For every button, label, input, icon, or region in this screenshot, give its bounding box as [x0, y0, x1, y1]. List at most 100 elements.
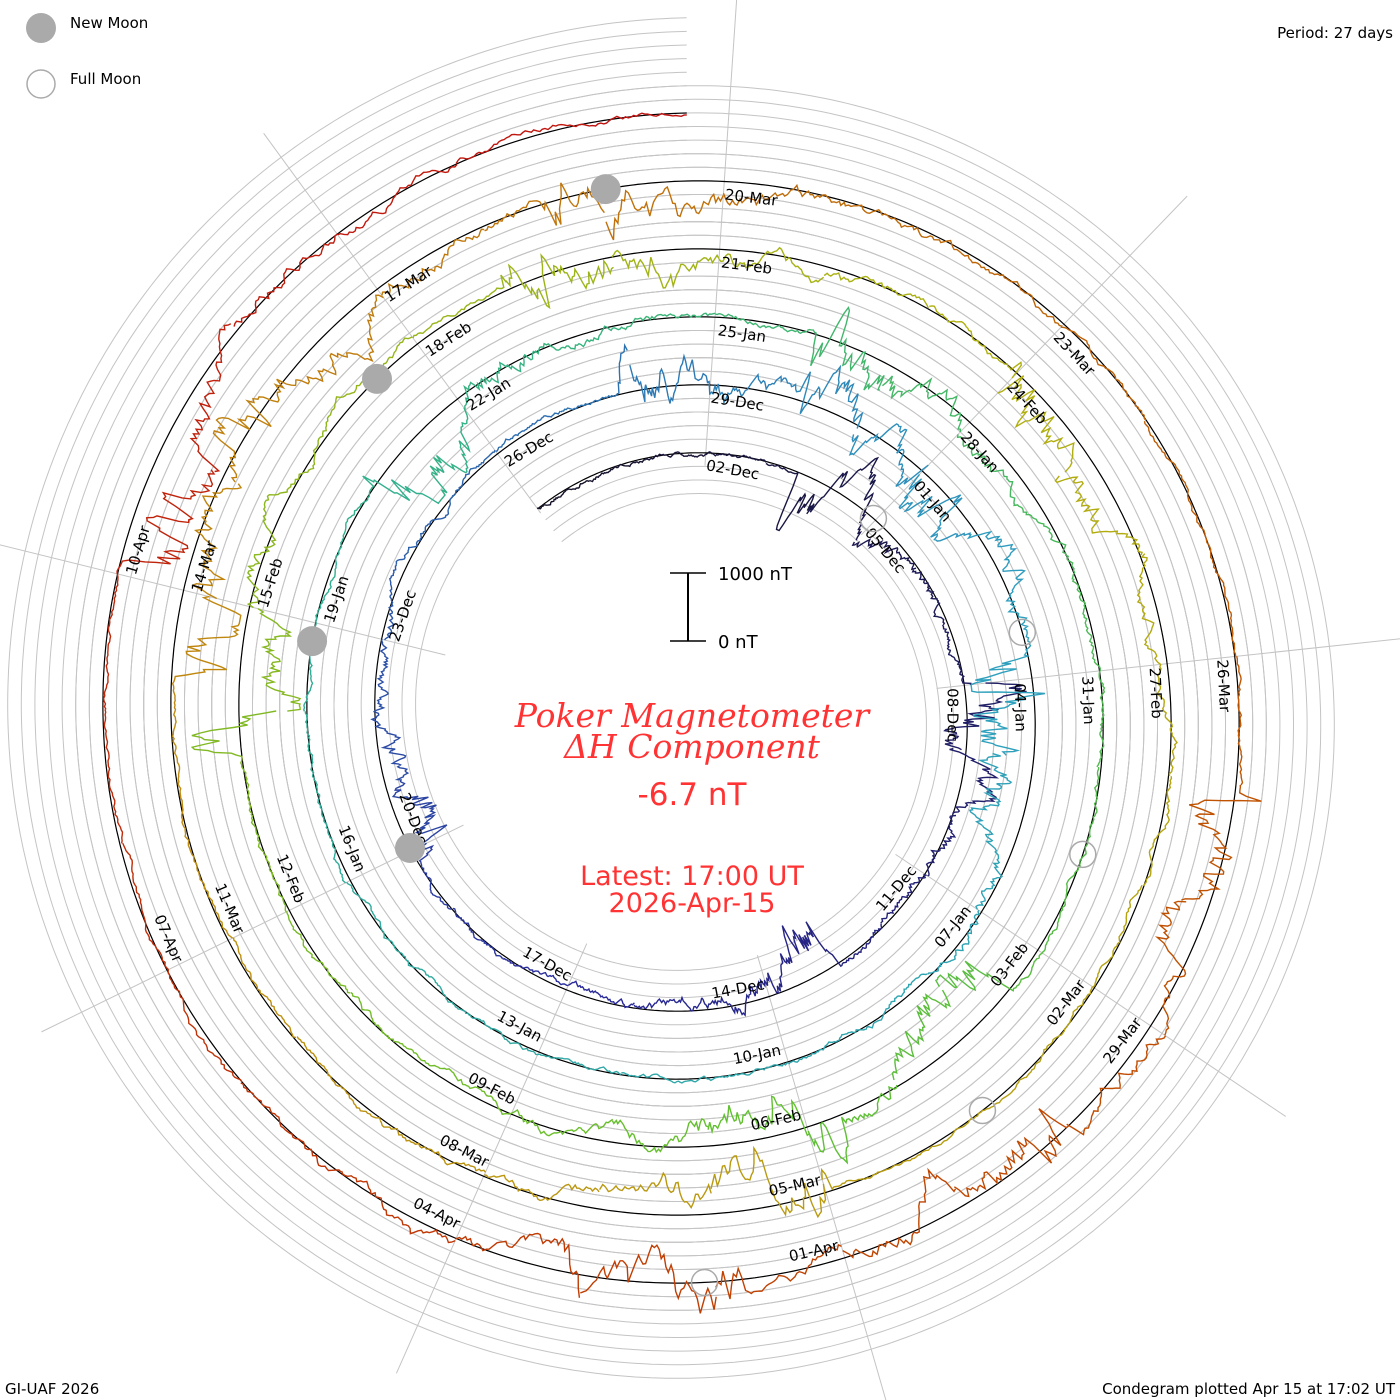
radial-line — [756, 955, 887, 1400]
trace-segment — [611, 249, 720, 289]
full-moon-marker — [1008, 618, 1037, 647]
date-label: 27-Feb — [1146, 667, 1166, 719]
trace-segment — [412, 274, 507, 339]
trace-segment — [806, 306, 885, 391]
trace-segment — [705, 1062, 789, 1082]
trace-segment — [171, 709, 187, 830]
trace-segment — [599, 1171, 712, 1210]
trace-segment — [373, 639, 389, 713]
trace-segment — [633, 995, 703, 1012]
trace-segment — [511, 1108, 614, 1137]
date-label: 01-Jan — [910, 477, 955, 525]
trace-segment — [1041, 861, 1082, 954]
trace-segment — [710, 1145, 827, 1219]
trace-segment — [1092, 884, 1143, 988]
trace-segment — [941, 624, 972, 685]
trace-segment — [805, 921, 883, 968]
period-label: Period: 27 days — [1277, 24, 1393, 42]
trace-segment — [623, 312, 716, 331]
date-label: 08-Dec — [943, 688, 961, 742]
date-label: 10-Jan — [731, 1041, 782, 1068]
trace-segment — [391, 780, 448, 847]
date-label: 22-Jan — [463, 374, 514, 415]
trace-segment — [395, 509, 450, 566]
trace-segment — [970, 684, 1046, 756]
trace-segment — [484, 182, 605, 232]
date-label: 10-Apr — [122, 523, 154, 577]
trace-segment — [715, 1243, 842, 1300]
trace-segment — [314, 537, 345, 624]
full-moon-marker — [859, 504, 888, 533]
trace-segment — [881, 375, 963, 433]
trace-segment — [645, 451, 707, 461]
trace-segment — [842, 1167, 957, 1259]
grid-spiral — [61, 71, 1281, 1325]
trace-segment — [718, 246, 825, 284]
trace-segment — [927, 909, 981, 975]
footer-credit: GI-UAF 2026 — [5, 1380, 99, 1398]
date-label: 28-Jan — [957, 428, 1003, 476]
trace-segment — [580, 1244, 717, 1314]
trace-segment — [429, 407, 471, 503]
trace-segment — [102, 573, 119, 710]
grid-spiral — [20, 30, 1322, 1366]
trace-segment — [505, 253, 614, 310]
scale-bottom-label: 0 nT — [718, 632, 759, 653]
trace-segment — [960, 252, 1063, 327]
trace-segment — [880, 874, 927, 924]
trace-segment — [567, 980, 635, 1009]
new-moon-marker — [590, 174, 621, 205]
trace-segment — [495, 410, 561, 452]
trace-segment — [171, 595, 242, 711]
trace-segment — [246, 498, 277, 609]
trace-segment — [953, 1108, 1069, 1198]
trace-segment — [399, 951, 464, 1012]
new-moon-marker — [394, 832, 425, 863]
trace-segment — [1054, 475, 1143, 556]
trace-segment — [190, 710, 277, 815]
trace-segment — [1143, 420, 1206, 533]
trace-segment — [621, 1071, 706, 1084]
trace-segment — [452, 907, 504, 959]
trace-segment — [191, 483, 243, 600]
trace-segment — [589, 112, 687, 127]
trace-segment — [707, 1095, 810, 1137]
trace-segment — [765, 462, 815, 532]
full-moon-marker — [690, 1268, 719, 1297]
latest-time: Latest: 17:00 UT — [580, 861, 804, 892]
date-label: 02-Dec — [705, 456, 761, 483]
trace-segment — [240, 1082, 342, 1173]
radial-line — [0, 544, 446, 656]
trace-segment — [722, 183, 847, 207]
date-label: 21-Feb — [720, 253, 773, 277]
trace-segment — [484, 1174, 600, 1202]
trace-segment — [788, 1028, 866, 1065]
new-moon-legend-label: New Moon — [70, 14, 148, 32]
moon-markers — [297, 174, 1097, 1297]
trace-segment — [536, 479, 590, 510]
trace-segment — [629, 353, 711, 404]
radial-line — [395, 943, 588, 1374]
trace-segment — [350, 991, 426, 1062]
trace-segment — [1079, 766, 1100, 863]
trace-segment — [502, 958, 569, 987]
latest-date: 2026-Apr-15 — [609, 888, 776, 919]
trace-segment — [384, 564, 398, 641]
date-label: 31-Jan — [1078, 676, 1098, 725]
trace-segment — [560, 342, 628, 413]
trace-segment — [337, 164, 458, 236]
trace-segment — [1156, 664, 1178, 776]
trace-segment — [286, 911, 351, 994]
trace-segment — [997, 375, 1075, 473]
date-label: 17-Dec — [519, 943, 574, 985]
new-moon-marker — [297, 626, 328, 657]
trace-segment — [1204, 532, 1237, 657]
date-label: 19-Jan — [320, 573, 352, 625]
trace-segment — [589, 458, 646, 483]
trace-segment — [447, 450, 496, 511]
trace-segment — [1181, 785, 1262, 901]
trace-segment — [304, 711, 321, 799]
trace-segment — [257, 608, 302, 712]
trace-segment — [929, 305, 1023, 379]
